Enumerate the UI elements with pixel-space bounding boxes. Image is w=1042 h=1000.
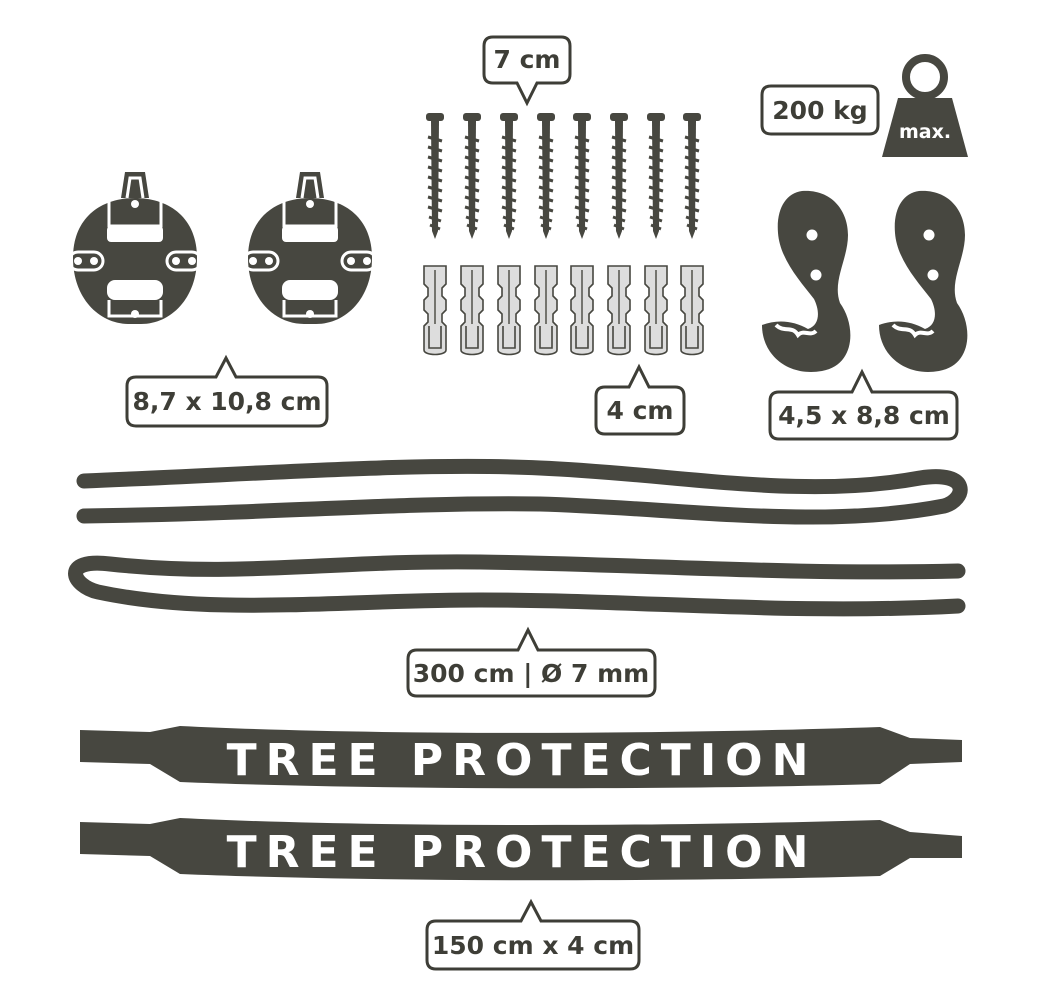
screw-icon: [424, 111, 446, 241]
wall-plug-icon: [534, 265, 558, 356]
rope-icon: [68, 554, 966, 617]
strap-size-label: 150 cm x 4 cm: [432, 931, 634, 960]
s-hook-icon: [760, 188, 853, 374]
strap-text-1: TREE PROTECTION: [227, 735, 818, 786]
weight-badge-label: max.: [899, 121, 951, 143]
screw-icon: [645, 111, 667, 241]
hook-size-callout: 4,5 x 8,8 cm: [768, 368, 959, 441]
wall-plugs-group: [423, 265, 704, 356]
wall-bracket-icon: [67, 170, 203, 326]
weight-icon: max.: [882, 54, 968, 157]
wall-plug-icon: [570, 265, 594, 356]
max-load-label: 200 kg: [772, 96, 867, 125]
strap-size-callout: 150 cm x 4 cm: [425, 898, 641, 971]
strap-icon: TREE PROTECTION: [80, 726, 962, 789]
screw-icon: [498, 111, 520, 241]
plug-length-callout: 4 cm: [594, 363, 686, 436]
wall-plug-icon: [460, 265, 484, 356]
rope-icon: [76, 458, 968, 525]
hook-size-label: 4,5 x 8,8 cm: [778, 401, 950, 430]
plug-length-label: 4 cm: [607, 396, 674, 425]
screw-icon: [608, 111, 630, 241]
wall-plug-icon: [680, 265, 704, 356]
bracket-size-label: 8,7 x 10,8 cm: [132, 387, 321, 416]
screw-length-label: 7 cm: [494, 45, 561, 74]
screw-icon: [571, 111, 593, 241]
bracket-size-callout: 8,7 x 10,8 cm: [125, 354, 329, 428]
wall-bracket-icon: [242, 170, 378, 326]
s-hook-icon: [877, 188, 970, 374]
rope-spec-label: 300 cm | Ø 7 mm: [413, 659, 649, 688]
wall-plug-icon: [423, 265, 447, 356]
screw-icon: [681, 111, 703, 241]
strap-text-2: TREE PROTECTION: [227, 827, 818, 878]
screw-icon: [535, 111, 557, 241]
max-load-callout: 200 kg: [760, 84, 880, 136]
screws-group: [424, 111, 703, 241]
strap-icon: TREE PROTECTION: [80, 818, 962, 881]
rope-spec-callout: 300 cm | Ø 7 mm: [406, 626, 657, 698]
wall-plug-icon: [497, 265, 521, 356]
screw-length-callout: 7 cm: [482, 35, 572, 107]
wall-plug-icon: [607, 265, 631, 356]
wall-plug-icon: [644, 265, 668, 356]
screw-icon: [461, 111, 483, 241]
